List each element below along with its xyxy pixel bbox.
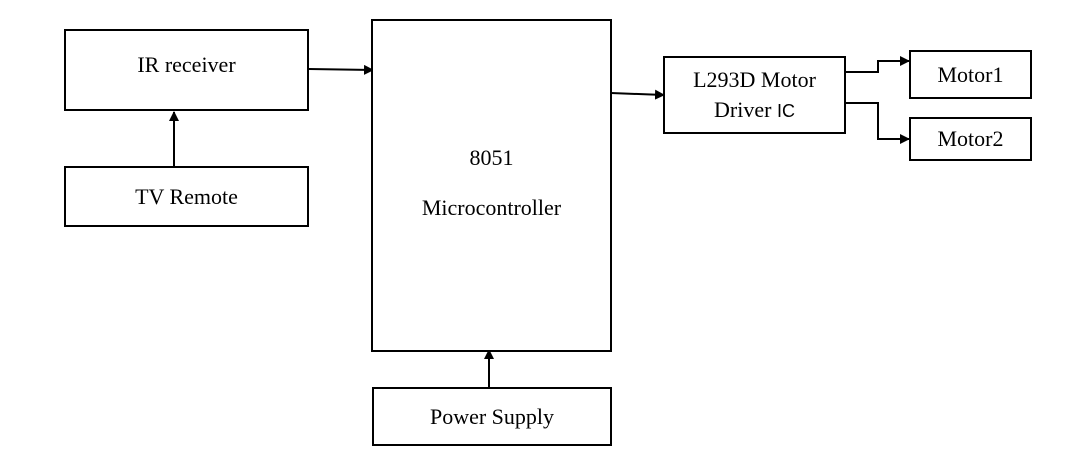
motor-driver-label-line2: Driver IC <box>714 95 795 126</box>
microcontroller-model-label: 8051 <box>469 145 514 170</box>
ir-receiver-block: IR receiver <box>64 29 309 111</box>
power-supply-label: Power Supply <box>429 403 555 429</box>
power-supply-block: Power Supply <box>372 387 612 446</box>
arrow-ir-receiver-to-microcontroller <box>308 64 374 75</box>
motor-driver-block: L293D Motor Driver IC <box>663 56 846 134</box>
microcontroller-label: Microcontroller <box>421 195 562 220</box>
motor-driver-label-ic: IC <box>776 100 795 121</box>
tv-remote-block: TV Remote <box>64 166 309 227</box>
motor2-label: Motor2 <box>937 126 1004 151</box>
arrow-motor-driver-to-motor1 <box>845 56 910 73</box>
motor-driver-label-line1: L293D Motor <box>693 66 816 92</box>
motor-driver-label-driver: Driver <box>714 96 772 122</box>
arrow-microcontroller-to-motor-driver <box>610 89 665 100</box>
microcontroller-block: 8051 Microcontroller <box>371 19 612 352</box>
motor2-block: Motor2 <box>909 117 1032 161</box>
arrow-motor-driver-to-motor2 <box>845 102 910 144</box>
ir-receiver-label: IR receiver <box>137 52 236 77</box>
tv-remote-label: TV Remote <box>135 183 238 209</box>
motor1-label: Motor1 <box>937 61 1004 87</box>
motor1-block: Motor1 <box>909 50 1032 99</box>
